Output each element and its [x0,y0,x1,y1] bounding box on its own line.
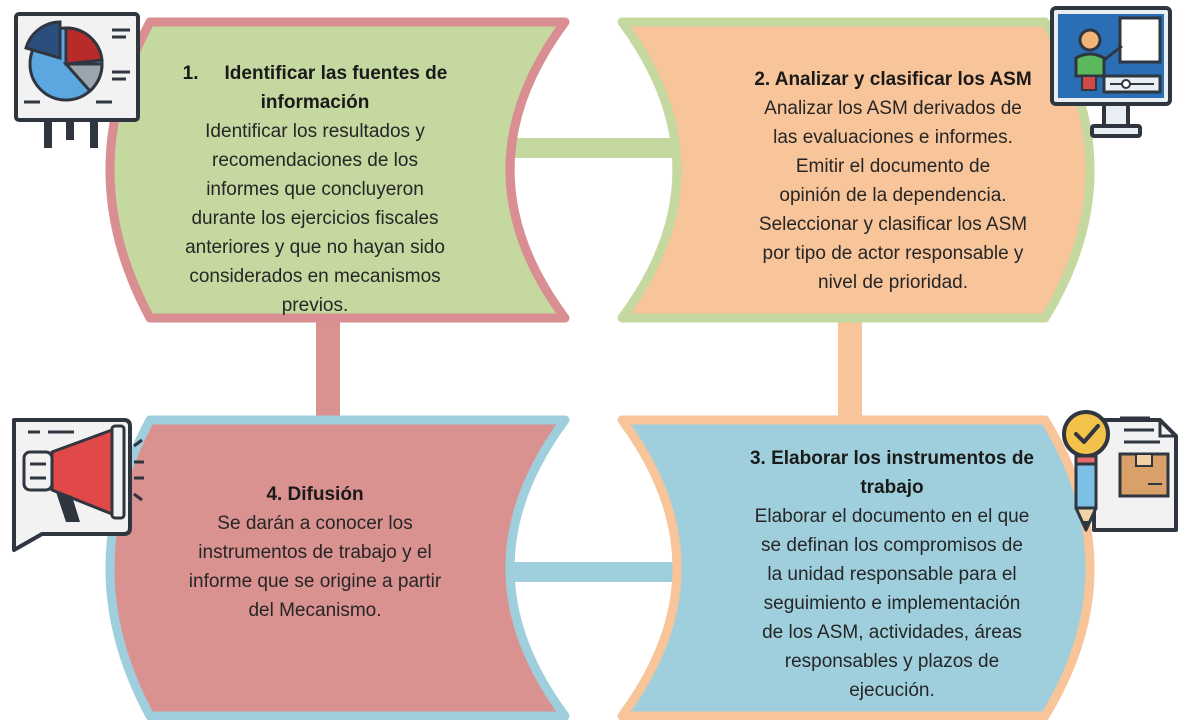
step-4-line: instrumentos de trabajo y el [198,542,432,563]
step-2-description: Analizar los ASM derivados de las evalua… [728,94,1058,297]
step-4-line: Se darán a conocer los [217,513,413,534]
step-1-description: Identificar los resultados y recomendaci… [150,117,480,320]
step-1-line: considerados en mecanismos [189,266,441,287]
step-1-line: recomendaciones de los [212,150,418,171]
step-1-text: 1. Identificar las fuentes de información… [150,59,480,320]
step-4-line: del Mecanismo. [248,600,382,621]
step-2-line: las evaluaciones e informes. [773,127,1013,148]
step-3-line: responsables y plazos de [784,651,1000,672]
step-3-description: Elaborar el documento en el que se defin… [722,502,1062,705]
step-3-line: de los ASM, actividades, áreas [762,622,1022,643]
presentation-pie-chart-icon [14,12,140,148]
connector-3-4 [478,562,690,582]
step-1-line: anteriores y que no hayan sido [185,237,445,258]
step-4-description: Se darán a conocer los instrumentos de t… [150,509,480,625]
step-1-line: informes que concluyeron [206,179,424,200]
megaphone-message-icon [12,418,144,552]
computer-teacher-icon [1050,6,1172,138]
step-1-title-line2: información [260,92,370,113]
step-2-title: 2. Analizar y clasificar los ASM [754,69,1032,90]
step-1-number: 1. [182,63,199,84]
step-2-line: por tipo de actor responsable y [762,243,1024,264]
step-2-line: Seleccionar y clasificar los ASM [758,214,1028,235]
step-3-line: se definan los compromisos de [761,535,1023,556]
step-1-shape [105,17,570,323]
step-1-line: Identificar los resultados y [205,121,425,142]
step-3-line: Elaborar el documento en el que [754,506,1030,527]
step-1-line: previos. [281,295,349,316]
step-4-title: 4. Difusión [266,484,364,505]
connector-2-3 [838,315,862,427]
step-3-text: 3. Elaborar los instrumentos de trabajo … [722,444,1062,705]
connector-1-2 [478,138,690,158]
step-3-line: la unidad responsable para el [767,564,1017,585]
step-2-line: opinión de la dependencia. [779,185,1007,206]
connector-4-1 [316,315,340,427]
step-3-title-line1: 3. Elaborar los instrumentos de [749,448,1035,469]
step-3-title-line2: trabajo [860,477,924,498]
step-3-line: ejecución. [849,680,935,701]
step-1-title: 1. Identificar las fuentes de información [150,59,480,117]
step-1-line: durante los ejercicios fiscales [191,208,439,229]
step-4-text: 4. Difusión Se darán a conocer los instr… [150,480,480,625]
step-2-line: Analizar los ASM derivados de [764,98,1022,119]
step-3-title: 3. Elaborar los instrumentos de trabajo [722,444,1062,502]
step-2-text: 2. Analizar y clasificar los ASM Analiza… [728,65,1058,297]
step-4-line: informe que se origine a partir [188,571,442,592]
step-1-title-line1: Identificar las fuentes de [224,63,448,84]
step-2-line: nivel de prioridad. [818,272,968,293]
step-2-line: Emitir el documento de [795,156,991,177]
step-3-line: seguimiento e implementación [763,593,1021,614]
document-checklist-pencil-icon [1062,410,1178,532]
